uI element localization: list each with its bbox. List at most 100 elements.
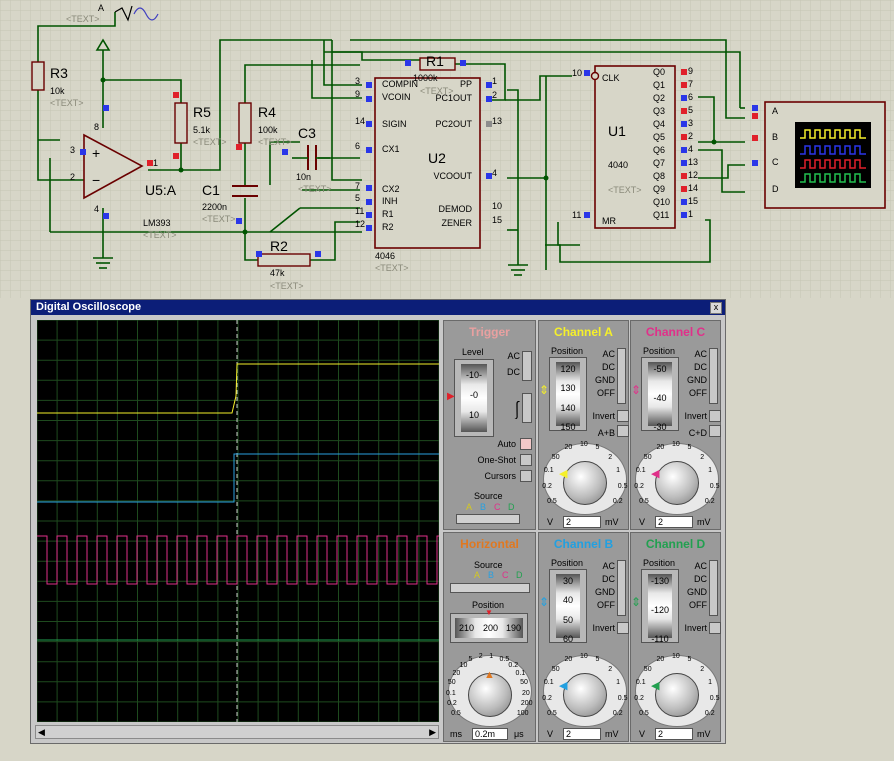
channel-c-drum-tick: -30 bbox=[653, 422, 667, 432]
u5-pin1: 1 bbox=[153, 158, 159, 168]
channel-c-dial-tick: 0.2 bbox=[704, 498, 715, 505]
channel-d-coupling-switch[interactable] bbox=[709, 560, 718, 616]
r3-ref: R3 bbox=[50, 65, 68, 81]
channel-c-mode-label: DC bbox=[694, 362, 707, 372]
pin-marker bbox=[486, 173, 492, 179]
channel-d-position-drum[interactable]: -130-120-110 bbox=[641, 569, 679, 644]
trigger-dc-label: DC bbox=[507, 367, 520, 377]
trigger-level-tick: 10 bbox=[468, 410, 479, 420]
horizontal-source-c: C bbox=[502, 570, 509, 580]
channel-b-dial-tick: 10 bbox=[580, 653, 588, 660]
channel-a-volts-knob[interactable] bbox=[563, 461, 607, 505]
pin-marker bbox=[80, 149, 86, 155]
trigger-header: Trigger bbox=[469, 325, 510, 339]
channel-b-trace bbox=[37, 453, 439, 503]
horizontal-position-drum[interactable]: 210 200 190 bbox=[450, 613, 528, 643]
scope-screen[interactable] bbox=[37, 320, 439, 722]
channel-d-volts-knob[interactable] bbox=[655, 673, 699, 717]
channel-a-value-field[interactable]: 2 bbox=[563, 516, 601, 528]
pin-marker bbox=[366, 121, 372, 127]
pin-marker bbox=[752, 160, 758, 166]
channel-a-dial-tick: 1 bbox=[616, 467, 620, 475]
oscilloscope-window[interactable]: Digital Oscilloscope x ◀ ▶ Trigger Level… bbox=[30, 299, 726, 744]
trigger-source-label: Source bbox=[474, 491, 503, 501]
channel-d-dial-tick: 50 bbox=[643, 665, 652, 673]
timebase-value-field[interactable]: 0.2m bbox=[472, 728, 508, 740]
pin-marker bbox=[236, 218, 242, 224]
pin-marker bbox=[681, 134, 687, 140]
u1-output-number: 13 bbox=[688, 157, 699, 167]
channel-b-volts-knob[interactable] bbox=[563, 673, 607, 717]
channel-c-dial-tick: 0.1 bbox=[635, 467, 646, 475]
u2-pin-name: R1 bbox=[382, 209, 394, 219]
trigger-coupling-switch[interactable] bbox=[522, 351, 532, 381]
channel-b-header: Channel B bbox=[553, 537, 614, 551]
channel-b-dial-tick: 0.2 bbox=[612, 710, 623, 717]
horizontal-scrollbar[interactable]: ◀ ▶ bbox=[35, 725, 439, 739]
u2-pin-name: COMPIN bbox=[382, 79, 418, 89]
u2-pin-number: 14 bbox=[355, 116, 366, 126]
channel-a-combine-button[interactable] bbox=[617, 425, 629, 437]
pin-marker bbox=[460, 60, 466, 66]
horizontal-pointer-icon: ▼ bbox=[485, 608, 493, 617]
u2-pin-name: VCOOUT bbox=[433, 171, 472, 181]
timebase-knob[interactable] bbox=[468, 673, 512, 717]
channel-b-invert-button[interactable] bbox=[617, 622, 629, 634]
horizontal-source-a: A bbox=[474, 570, 481, 580]
up-down-arrow-icon: ⇕ bbox=[631, 595, 642, 609]
c1-text: <TEXT> bbox=[202, 214, 236, 224]
channel-c-volts-knob[interactable] bbox=[655, 461, 699, 505]
channel-a-dial-tick: 0.1 bbox=[543, 467, 554, 475]
channel-b-drum-tick: 60 bbox=[562, 634, 573, 644]
svg-text:−: − bbox=[92, 172, 100, 188]
trigger-auto-button[interactable] bbox=[520, 438, 532, 450]
channel-b-dial-tick: 1 bbox=[616, 679, 620, 687]
channel-d-invert-button[interactable] bbox=[709, 622, 721, 634]
channel-a-drum-tick: 150 bbox=[560, 422, 576, 432]
trigger-edge-switch[interactable] bbox=[522, 393, 532, 423]
channel-b-value-field[interactable]: 2 bbox=[563, 728, 601, 740]
channel-d-pointer-icon: ◀ bbox=[651, 680, 660, 692]
channel-d-value-field[interactable]: 2 bbox=[655, 728, 693, 740]
r5-value: 5.1k bbox=[193, 125, 211, 135]
trigger-oneshot-button[interactable] bbox=[520, 454, 532, 466]
pin-marker bbox=[584, 212, 590, 218]
channel-c-invert-button[interactable] bbox=[709, 410, 721, 422]
channel-c-mode-label: AC bbox=[694, 349, 707, 359]
horizontal-source-slider[interactable] bbox=[450, 583, 530, 593]
pin-marker bbox=[315, 251, 321, 257]
channel-a-invert-button[interactable] bbox=[617, 410, 629, 422]
timebase-dial-tick: 0.5 bbox=[499, 656, 510, 664]
trigger-source-slider[interactable] bbox=[456, 514, 520, 524]
channel-c-coupling-switch[interactable] bbox=[709, 348, 718, 404]
channel-a-unit-right: mV bbox=[605, 517, 619, 527]
channel-c-position-drum[interactable]: -50-40-30 bbox=[641, 357, 679, 432]
u1-output-name: Q1 bbox=[653, 80, 666, 90]
trigger-level-drum[interactable]: -10- -0 10 bbox=[454, 359, 494, 437]
u1-output-name: Q8 bbox=[653, 171, 666, 181]
channel-c-mode-label: OFF bbox=[689, 388, 707, 398]
scroll-right-icon[interactable]: ▶ bbox=[429, 727, 436, 737]
channel-d-unit-left: V bbox=[639, 729, 646, 739]
channel-c-combine-button[interactable] bbox=[709, 425, 721, 437]
channel-a-header: Channel A bbox=[554, 325, 613, 339]
channel-d-dial-tick: 1 bbox=[708, 679, 712, 687]
u2-pin-name: INH bbox=[382, 196, 398, 206]
trigger-cursors-button[interactable] bbox=[520, 470, 532, 482]
channel-c-dial-tick: 50 bbox=[643, 453, 652, 461]
u1-output-name: Q4 bbox=[653, 119, 666, 129]
u2-pin-name: CX1 bbox=[382, 144, 400, 154]
u5-pin3: 3 bbox=[70, 145, 76, 155]
channel-c-invert-label: Invert bbox=[684, 411, 707, 421]
channel-c-value-field[interactable]: 2 bbox=[655, 516, 693, 528]
channel-a-coupling-switch[interactable] bbox=[617, 348, 626, 404]
pin-marker bbox=[681, 160, 687, 166]
scroll-left-icon[interactable]: ◀ bbox=[38, 727, 45, 737]
channel-c-dial-tick: 1 bbox=[708, 467, 712, 475]
close-button[interactable]: x bbox=[710, 302, 722, 314]
channel-b-coupling-switch[interactable] bbox=[617, 560, 626, 616]
channel-a-dial-tick: 0.2 bbox=[612, 498, 623, 505]
horizontal-pos-tick: 210 bbox=[459, 623, 475, 633]
